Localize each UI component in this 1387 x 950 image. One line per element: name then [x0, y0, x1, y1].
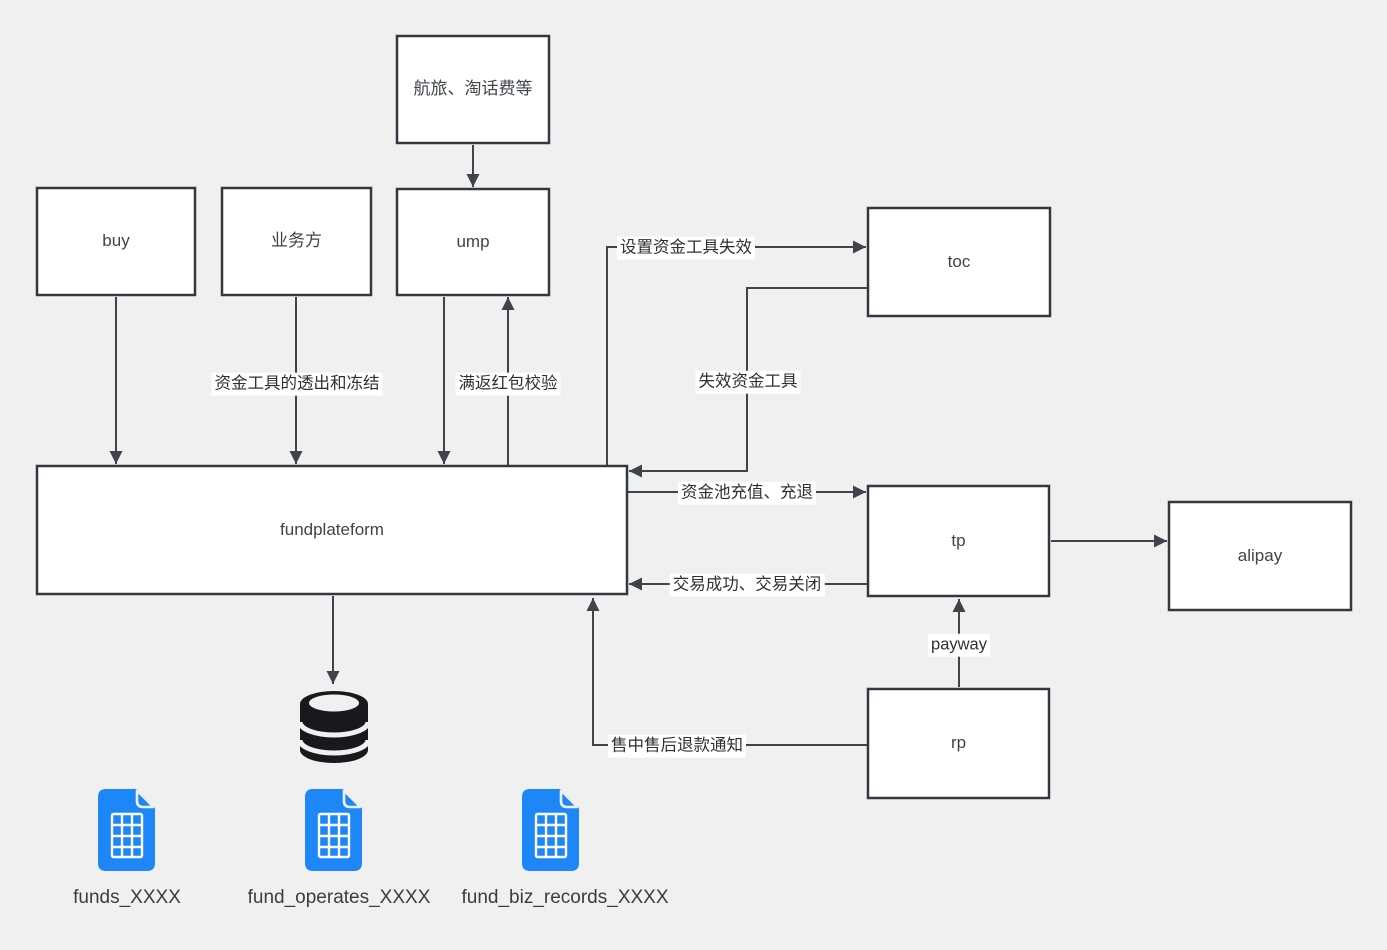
node-buy-box[interactable]	[35, 186, 197, 297]
node-travel-label: 航旅、淘话费等	[413, 79, 533, 99]
database-cylinder-icon[interactable]	[297, 691, 371, 763]
node-rp-box[interactable]	[866, 687, 1051, 800]
edge-label-fund-to-toc: 设置资金工具失效	[617, 236, 755, 260]
spreadsheet-file-icon-fund-operates[interactable]	[303, 787, 364, 873]
table-label-funds: funds_XXXX	[73, 887, 181, 908]
node-toc-box[interactable]	[866, 206, 1052, 318]
connector-fundplateform-to-toc	[606, 240, 866, 465]
edge-label-fund-to-ump: 满返红包校验	[455, 372, 561, 396]
connector-rp-to-fundplateform	[586, 598, 867, 746]
node-ump-box[interactable]	[395, 187, 551, 297]
node-fundplateform-box[interactable]	[35, 464, 629, 596]
node-business-box[interactable]	[220, 186, 373, 297]
node-tp-label: tp	[951, 530, 966, 550]
spreadsheet-file-icon-funds[interactable]	[96, 787, 157, 873]
node-alipay-box[interactable]	[1167, 500, 1353, 612]
node-tp-box[interactable]	[866, 484, 1051, 598]
node-business-label: 业务方	[271, 231, 322, 251]
spreadsheet-file-icon-fund-biz-records[interactable]	[520, 787, 581, 873]
node-toc-label: toc	[947, 251, 971, 271]
node-travel-box[interactable]	[395, 34, 551, 145]
edge-label-fund-to-tp: 资金池充值、充退	[678, 481, 816, 505]
node-alipay-label: alipay	[1237, 545, 1283, 565]
edge-label-tp-to-fund: 交易成功、交易关闭	[669, 573, 825, 597]
node-fundplateform-label: fundplateform	[280, 519, 384, 539]
edge-label-business-to-fund: 资金工具的透出和冻结	[211, 372, 383, 396]
node-rp-label: rp	[950, 733, 967, 753]
edge-label-rp-to-tp: payway	[928, 633, 990, 657]
edge-label-rp-to-fund: 售中售后退款通知	[608, 734, 746, 758]
table-label-fund-operates: fund_operates_XXXX	[247, 887, 431, 908]
edge-label-toc-to-fund: 失效资金工具	[695, 370, 801, 394]
node-buy-label: buy	[102, 231, 130, 251]
table-label-fund-biz-records: fund_biz_records_XXXX	[461, 887, 669, 908]
node-ump-label: ump	[456, 231, 490, 251]
